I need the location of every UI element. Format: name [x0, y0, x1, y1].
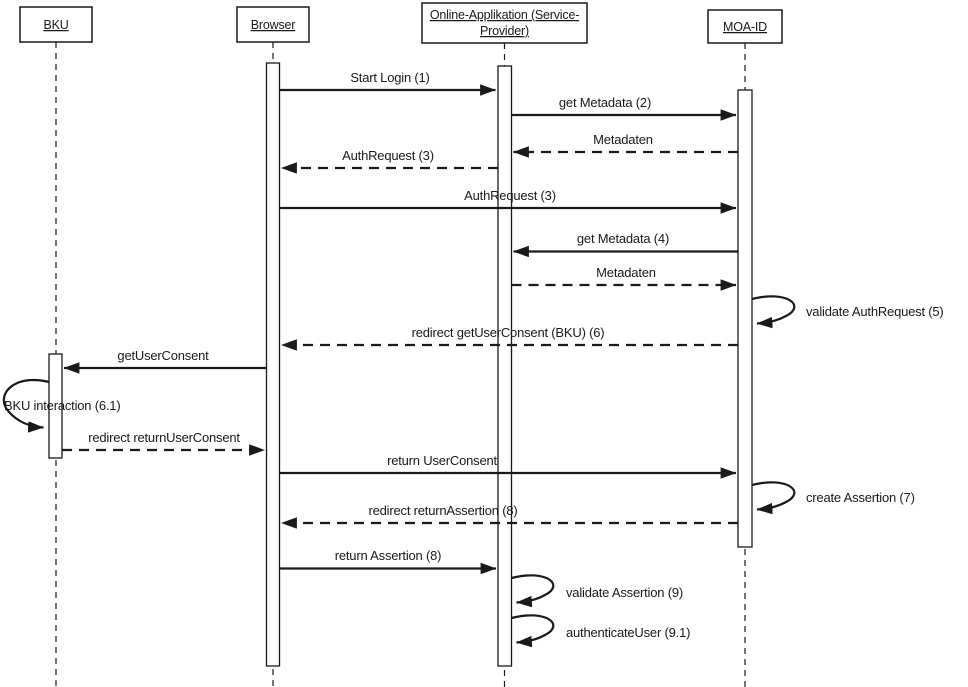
actor-bku-label: BKU — [43, 18, 68, 32]
self-loop-create-assertion — [751, 481, 796, 515]
message-label-metadaten-2: Metadaten — [596, 265, 656, 280]
actor-online-app: Online-Applikation (Service- Provider) — [421, 2, 588, 44]
message-label-authrequest-forward: AuthRequest (3) — [464, 188, 556, 203]
message-label-return-assertion: return Assertion (8) — [335, 548, 442, 563]
message-label-create-assertion: create Assertion (7) — [806, 490, 915, 505]
message-label-authrequest-redirect: AuthRequest (3) — [342, 148, 434, 163]
self-loop-validate-authrequest — [751, 295, 796, 329]
message-label-authenticateuser: authenticateUser (9.1) — [566, 625, 690, 640]
message-label-return-userconsent: return UserConsent — [387, 453, 497, 468]
message-label-getuserconsent: getUserConsent — [117, 348, 209, 363]
message-label-redirect-returnassertion: redirect returnAssertion (8) — [368, 503, 517, 518]
actor-online-app-label-line1: Online-Applikation (Service- — [430, 8, 579, 22]
actor-browser: Browser — [236, 6, 310, 43]
message-label-bku-interaction: BKU interaction (6.1) — [4, 398, 120, 413]
online-app-activation-bar — [497, 65, 513, 667]
self-loop-authenticateuser — [511, 614, 555, 648]
self-loop-bku-interaction — [2, 379, 50, 433]
message-label-redirect-getuserconsent: redirect getUserConsent (BKU) (6) — [412, 325, 605, 340]
browser-activation-bar — [265, 62, 281, 667]
message-label-validate-assertion: validate Assertion (9) — [566, 585, 683, 600]
message-label-start-login: Start Login (1) — [350, 70, 429, 85]
actor-online-app-label-line2: Provider) — [480, 24, 529, 38]
message-label-get-metadata-2: get Metadata (2) — [559, 95, 651, 110]
actor-moa-id-box — [707, 9, 783, 44]
actor-online-app-box — [421, 2, 588, 44]
message-label-redirect-returnuserconsent: redirect returnUserConsent — [88, 430, 240, 445]
actor-bku: BKU — [19, 6, 93, 43]
actor-moa-id-label: MOA-ID — [723, 20, 767, 34]
actor-browser-box — [236, 6, 310, 43]
actor-moa-id: MOA-ID — [707, 9, 783, 44]
actor-browser-label: Browser — [251, 18, 295, 32]
bku-activation-bar — [48, 353, 63, 459]
message-label-get-metadata-4: get Metadata (4) — [577, 231, 669, 246]
self-loop-validate-assertion — [511, 574, 555, 608]
message-label-metadaten-1: Metadaten — [593, 132, 653, 147]
actor-bku-box — [19, 6, 93, 43]
moa-id-activation-bar — [737, 89, 753, 548]
message-label-validate-authrequest: validate AuthRequest (5) — [806, 304, 944, 319]
